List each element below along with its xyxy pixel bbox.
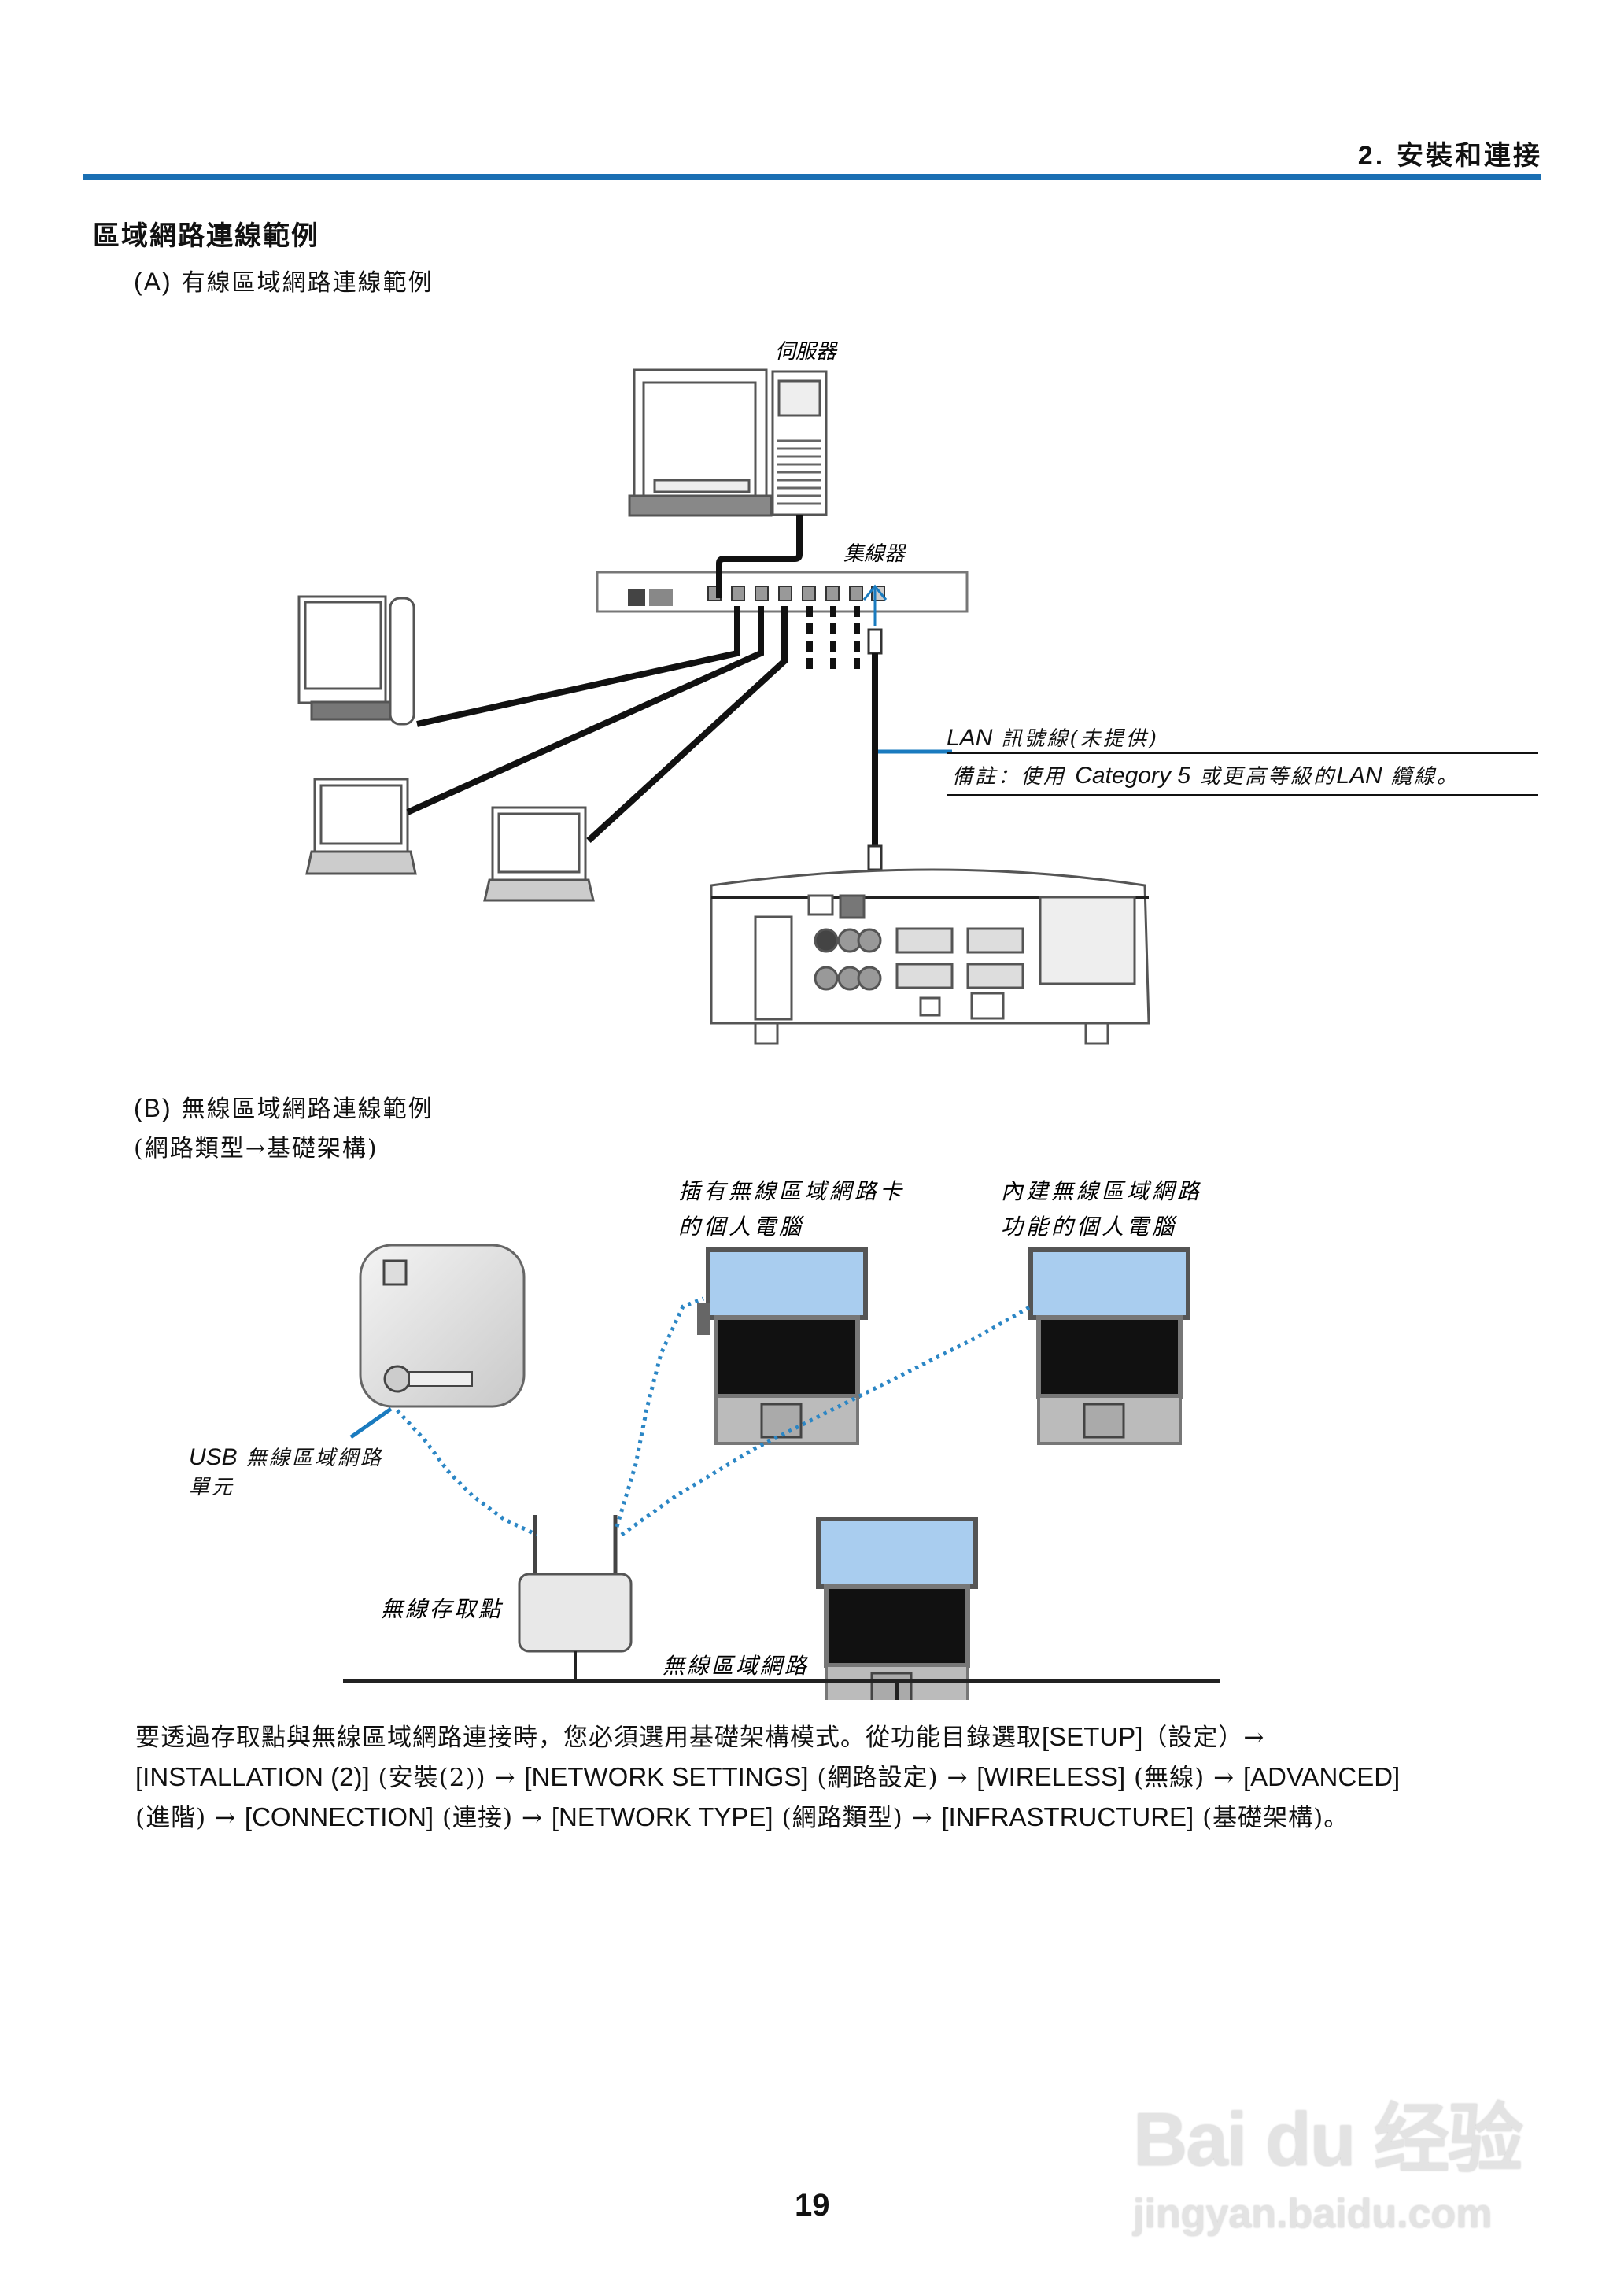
wireless-label: 無線區域網路連線範例 [181, 1096, 434, 1123]
wired-label: 有線區域網路連線範例 [181, 269, 434, 297]
hub-label: 集線器 [843, 542, 906, 566]
lan-cable [867, 628, 883, 871]
wired-lan-diagram: 伺服器 集線器 [297, 340, 1150, 1045]
wireless-lan-diagram: 插有無線區域網路卡 的個人電腦 內建無線區域網路 功能的個人電腦 無線存取點 無… [343, 1178, 1220, 1700]
section-title: 區域網路連線範例 [93, 220, 319, 252]
server-label: 伺服器 [775, 340, 838, 364]
chapter-number: 2. [1357, 141, 1386, 171]
menu-infrastructure: [INFRASTRUCTURE] [941, 1802, 1194, 1831]
menu-wireless: [WIRELESS] [976, 1762, 1126, 1791]
laptop-icon-1 [305, 778, 417, 875]
instruction-paragraph: 要透過存取點與無線區域網路連接時，您必須選用基礎架構模式。從功能目錄選取[SET… [135, 1717, 1544, 1838]
watermark-url: jingyan.baidu.com [1133, 2191, 1493, 2237]
menu-network-type: [NETWORK TYPE] [551, 1802, 773, 1831]
instruction-line-2: [INSTALLATION (2)] (安裝(2)) → [NETWORK SE… [135, 1762, 1401, 1792]
client-cables [406, 606, 788, 843]
chapter-title: 安裝和連接 [1397, 140, 1542, 172]
wireless-lan-label: 無線區域網路 [663, 1653, 809, 1679]
cable-note: 備註：使用 Category 5 或更高等級的LAN 纜線。 [952, 763, 1460, 789]
header-rule [83, 174, 1541, 180]
usb-unit-label: USB 無線區域網路 單元 [189, 1444, 383, 1499]
pc-card-label-2: 的個人電腦 [678, 1214, 804, 1240]
pc-builtin-label-2: 功能的個人電腦 [1001, 1214, 1177, 1240]
projector-rear-icon [710, 868, 1150, 1045]
pc-builtin-label-1: 內建無線區域網路 [1001, 1178, 1202, 1204]
note-top-line [947, 752, 1538, 754]
pc-card-label-1: 插有無線區域網路卡 [678, 1178, 905, 1204]
chapter-heading: 2. 安裝和連接 [1358, 134, 1542, 172]
access-point-label: 無線存取點 [381, 1596, 504, 1622]
laptop-icon-2 [483, 806, 595, 902]
wired-example-heading: (A) 有線區域網路連線範例 [134, 263, 434, 298]
menu-installation: [INSTALLATION (2)] [135, 1762, 370, 1791]
menu-connection: [CONNECTION] [244, 1802, 434, 1831]
hub-icon [596, 571, 969, 613]
lan-bus [343, 1651, 1220, 1700]
signal-laptop-card [615, 1296, 704, 1528]
menu-advanced: [ADVANCED] [1242, 1762, 1401, 1791]
instruction-line-1: 要透過存取點與無線區域網路連接時，您必須選用基礎架構模式。從功能目錄選取[SET… [135, 1722, 1265, 1752]
arrow-up-icon [862, 584, 888, 626]
menu-setup: [SETUP] [1042, 1722, 1143, 1751]
wireless-label-prefix: (B) [134, 1094, 172, 1122]
wireless-sublabel: (網路類型→基礎架構) [134, 1135, 378, 1162]
menu-network-settings: [NETWORK SETTINGS] [524, 1762, 809, 1791]
wireless-example-heading: (B) 無線區域網路連線範例 [134, 1089, 434, 1124]
wireless-signals [396, 1296, 1032, 1537]
watermark: Bai du 经验 jingyan.baidu.com [1133, 2078, 1523, 2238]
laptop-with-card-icon [697, 1247, 868, 1445]
instruction-line-3: (進階) → [CONNECTION] (連接) → [NETWORK TYPE… [135, 1802, 1349, 1832]
server-tower-icon [771, 370, 828, 516]
projector-icon [359, 1244, 526, 1408]
server-monitor-icon [628, 368, 773, 517]
desktop-pc-icon [297, 595, 415, 726]
note-bottom-line [947, 794, 1538, 796]
lan-cable-label: LAN 訊號線(未提供) [947, 725, 1159, 751]
usb-unit-pointer [349, 1406, 393, 1439]
wired-label-prefix: (A) [134, 268, 172, 296]
laptop-builtin-icon [1028, 1247, 1190, 1445]
signal-projector [396, 1409, 538, 1537]
unused-port-cables [806, 606, 860, 669]
page-number: 19 [795, 2188, 830, 2223]
watermark-logo: Bai du 经验 [1133, 2097, 1523, 2182]
server-hub-cable [716, 515, 803, 598]
laptop-wired-icon [816, 1517, 978, 1700]
